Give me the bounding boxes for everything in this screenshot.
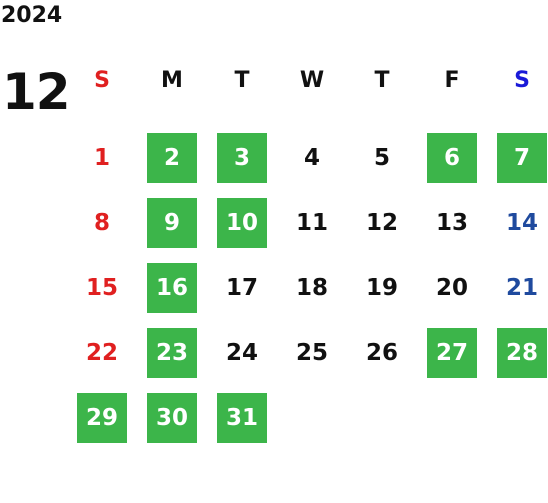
calendar-day-number: 10 xyxy=(217,197,267,248)
calendar-day-number: 19 xyxy=(365,274,398,301)
calendar-day-number: 9 xyxy=(147,197,197,248)
calendar-day-number: 30 xyxy=(147,392,197,443)
calendar-day: 13 xyxy=(417,190,487,255)
calendar-day-highlighted: 9 xyxy=(137,190,207,255)
calendar-day-number: 2 xyxy=(147,132,197,183)
weekday-monday: M xyxy=(161,67,183,93)
calendar-day-number: 25 xyxy=(295,339,328,366)
weekday-friday: F xyxy=(444,67,460,93)
calendar-day-number: 22 xyxy=(85,339,118,366)
calendar-day: 17 xyxy=(207,255,277,320)
calendar-day-number: 12 xyxy=(365,209,398,236)
calendar-day: 1 xyxy=(67,125,137,190)
calendar-day-number: 26 xyxy=(365,339,398,366)
calendar-day: 22 xyxy=(67,320,137,385)
calendar-day-highlighted: 31 xyxy=(207,385,277,450)
weekday-tuesday: T xyxy=(234,67,250,93)
calendar-day-highlighted: 10 xyxy=(207,190,277,255)
calendar-day-highlighted: 23 xyxy=(137,320,207,385)
calendar-day-highlighted: 28 xyxy=(487,320,548,385)
calendar-day: 24 xyxy=(207,320,277,385)
calendar-day: 19 xyxy=(347,255,417,320)
calendar-day-number: 3 xyxy=(217,132,267,183)
calendar-day-highlighted: 3 xyxy=(207,125,277,190)
weekday-wednesday: W xyxy=(299,67,325,93)
calendar-day: 18 xyxy=(277,255,347,320)
calendar-day-number: 7 xyxy=(497,132,547,183)
calendar-day-number: 28 xyxy=(497,327,547,378)
calendar-day-highlighted: 29 xyxy=(67,385,137,450)
calendar-day-number: 5 xyxy=(373,144,390,171)
month-label: 12 xyxy=(2,63,71,121)
calendar-day: 21 xyxy=(487,255,548,320)
calendar-day-highlighted: 7 xyxy=(487,125,548,190)
calendar-day-number: 16 xyxy=(147,262,197,313)
calendar-day-number: 13 xyxy=(435,209,468,236)
calendar-day-number: 8 xyxy=(93,209,110,236)
calendar-day-number: 21 xyxy=(505,274,538,301)
weekday-saturday: S xyxy=(514,67,530,93)
calendar-day: 12 xyxy=(347,190,417,255)
calendar-day: 25 xyxy=(277,320,347,385)
weekday-sunday: S xyxy=(94,67,110,93)
calendar-day-number: 4 xyxy=(303,144,320,171)
calendar-day-number: 31 xyxy=(217,392,267,443)
weekday-thursday: T xyxy=(374,67,390,93)
year-label: 2024 xyxy=(1,3,63,28)
weekday-header-row: S M T W T F S xyxy=(67,60,548,100)
calendar-day-highlighted: 2 xyxy=(137,125,207,190)
calendar-day: 4 xyxy=(277,125,347,190)
calendar-day-number: 20 xyxy=(435,274,468,301)
calendar-day-number: 1 xyxy=(93,144,110,171)
calendar-day-number: 18 xyxy=(295,274,328,301)
calendar-day: 8 xyxy=(67,190,137,255)
calendar-day: 14 xyxy=(487,190,548,255)
calendar-day: 11 xyxy=(277,190,347,255)
calendar-day: 20 xyxy=(417,255,487,320)
calendar-day-highlighted: 30 xyxy=(137,385,207,450)
calendar-day-number: 27 xyxy=(427,327,477,378)
calendar-day: 15 xyxy=(67,255,137,320)
calendar-day-number: 29 xyxy=(77,392,127,443)
calendar-day-number: 24 xyxy=(225,339,258,366)
calendar-day-highlighted: 27 xyxy=(417,320,487,385)
calendar-day-number: 6 xyxy=(427,132,477,183)
calendar-day-number: 15 xyxy=(85,274,118,301)
calendar-day-number: 17 xyxy=(225,274,258,301)
calendar-day: 5 xyxy=(347,125,417,190)
calendar-day-highlighted: 16 xyxy=(137,255,207,320)
calendar-day: 26 xyxy=(347,320,417,385)
calendar-day-number: 23 xyxy=(147,327,197,378)
calendar-day-number: 11 xyxy=(295,209,328,236)
calendar-day-number: 14 xyxy=(505,209,538,236)
calendar-day-highlighted: 6 xyxy=(417,125,487,190)
